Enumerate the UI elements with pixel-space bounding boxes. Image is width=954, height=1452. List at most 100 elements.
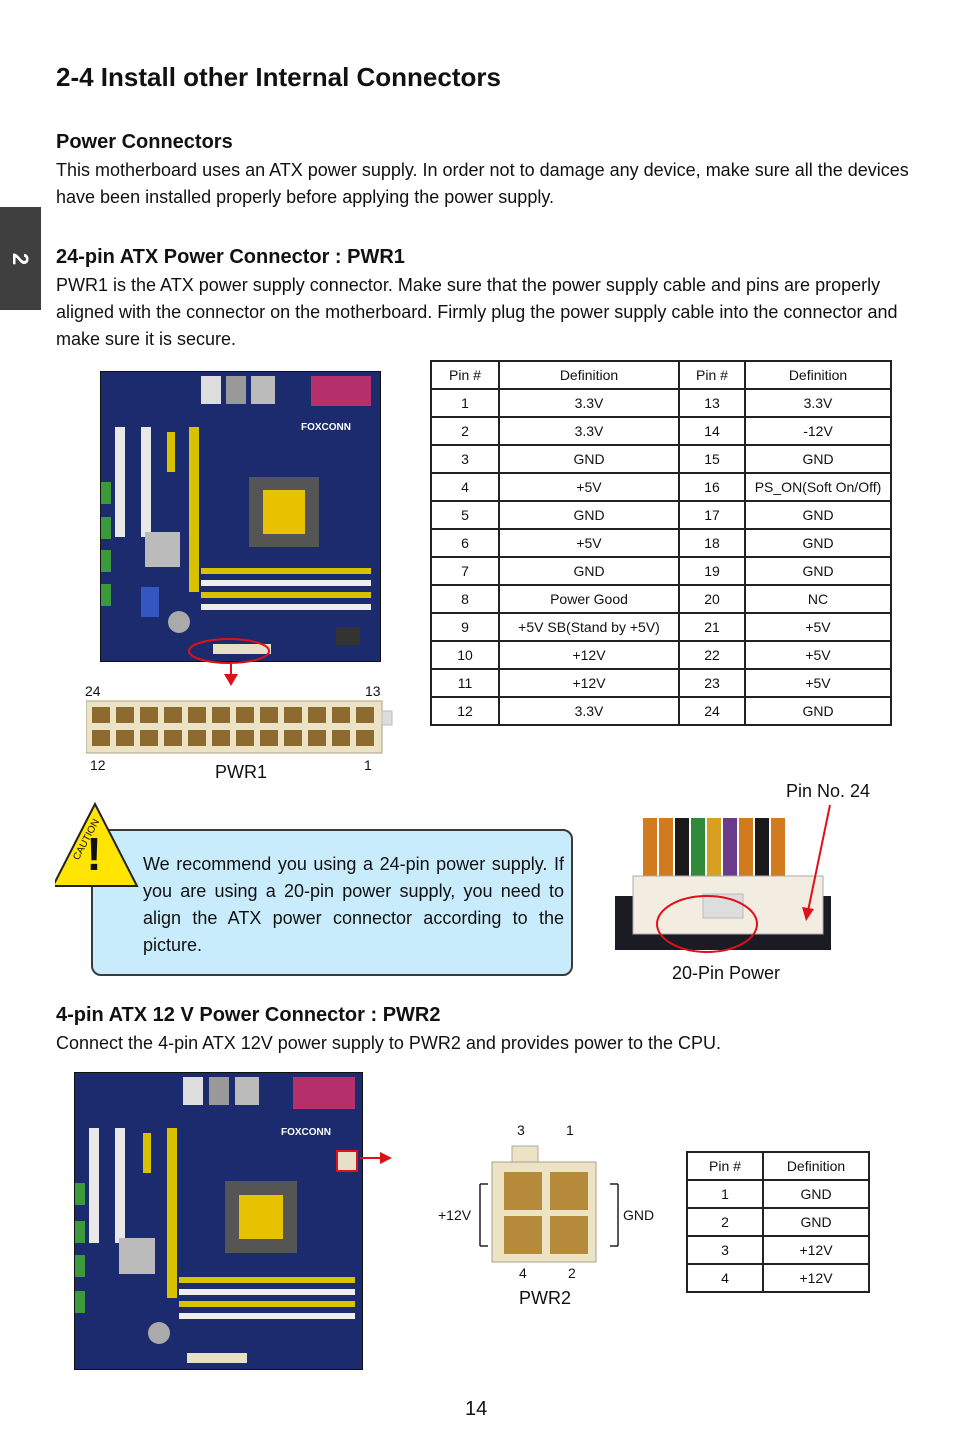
table-row: 9+5V SB(Stand by +5V)21+5V <box>430 612 892 642</box>
page-title: 2-4 Install other Internal Connectors <box>56 62 501 92</box>
table-cell: 18 <box>678 528 746 558</box>
pin-12-label: 12 <box>90 757 106 773</box>
pwr2-pin-2-label: 2 <box>568 1265 576 1281</box>
table-cell: 3.3V <box>498 696 680 726</box>
table-cell: 2 <box>430 416 500 446</box>
table-cell: +5V SB(Stand by +5V) <box>498 612 680 642</box>
table-cell: 9 <box>430 612 500 642</box>
table-cell: GND <box>744 528 892 558</box>
table-cell: Power Good <box>498 584 680 614</box>
table-cell: GND <box>498 500 680 530</box>
table-header-row: Pin # Definition Pin # Definition <box>430 360 892 390</box>
motherboard-illustration-2: FOXCONN <box>75 1073 362 1369</box>
pwr1-body: PWR1 is the ATX power supply connector. … <box>56 275 898 349</box>
table-cell: 5 <box>430 500 500 530</box>
table-cell: 20 <box>678 584 746 614</box>
table-cell: PS_ON(Soft On/Off) <box>744 472 892 502</box>
pwr2-connector-label: PWR2 <box>519 1288 572 1308</box>
table-cell: +5V <box>498 528 680 558</box>
table-cell: GND <box>744 444 892 474</box>
table-cell: GND <box>744 696 892 726</box>
table-header-cell: Pin # <box>686 1151 764 1181</box>
power-connectors-body: This motherboard uses an ATX power suppl… <box>56 160 909 207</box>
table-header-cell: Definition <box>744 360 892 390</box>
pwr2-pin-4-label: 4 <box>519 1265 527 1281</box>
table-cell: 15 <box>678 444 746 474</box>
pwr2-left-label: +12V <box>438 1207 472 1223</box>
table-cell: 3.3V <box>498 416 680 446</box>
table-cell: GND <box>744 500 892 530</box>
caution-box <box>91 829 573 976</box>
brand-label-2: FOXCONN <box>281 1127 331 1138</box>
table-cell: 16 <box>678 472 746 502</box>
table-cell: 3.3V <box>498 388 680 418</box>
table-cell: 10 <box>430 640 500 670</box>
pwr1-connector-illustration <box>86 700 393 754</box>
pin-13-label: 13 <box>365 683 381 699</box>
motherboard-image-2: FOXCONN <box>74 1072 363 1370</box>
pin-24-arrow <box>802 804 831 921</box>
table-cell: 3 <box>430 444 500 474</box>
pin-no-24-label: Pin No. 24 <box>786 781 871 801</box>
pwr2-heading: 4-pin ATX 12 V Power Connector : PWR2 <box>56 1004 441 1026</box>
table-cell: +12V <box>762 1263 870 1293</box>
caution-mark: ! <box>86 828 101 880</box>
table-cell: 23 <box>678 668 746 698</box>
table-cell: 17 <box>678 500 746 530</box>
table-header-cell: Definition <box>498 360 680 390</box>
table-cell: GND <box>744 556 892 586</box>
table-cell: +12V <box>498 668 680 698</box>
pin-1-label: 1 <box>364 757 372 773</box>
pin-24-label: 24 <box>85 683 101 699</box>
table-header-row: Pin # Definition <box>686 1151 870 1181</box>
table-cell: 14 <box>678 416 746 446</box>
caution-text: We recommend you using a 24-pin power su… <box>143 854 564 955</box>
pwr2-right-label: GND <box>623 1207 655 1223</box>
brand-label: FOXCONN <box>301 422 351 433</box>
power-connectors-heading: Power Connectors <box>56 131 233 153</box>
table-cell: 6 <box>430 528 500 558</box>
table-cell: +5V <box>744 612 892 642</box>
table-cell: 22 <box>678 640 746 670</box>
table-cell: 7 <box>430 556 500 586</box>
table-cell: +5V <box>744 668 892 698</box>
table-cell: 19 <box>678 556 746 586</box>
pwr1-heading: 24-pin ATX Power Connector : PWR1 <box>56 246 405 268</box>
table-header-cell: Pin # <box>430 360 500 390</box>
twenty-pin-photo <box>615 818 831 953</box>
table-cell: +12V <box>498 640 680 670</box>
chapter-tab-number: 2 <box>8 252 34 265</box>
table-cell: +5V <box>744 640 892 670</box>
table-cell: 3 <box>686 1235 764 1265</box>
table-cell: 12 <box>430 696 500 726</box>
motherboard-illustration: FOXCONN <box>101 372 380 661</box>
pwr1-connector-label: PWR1 <box>215 762 268 782</box>
chapter-tab: 2 <box>0 207 41 310</box>
table-cell: GND <box>498 556 680 586</box>
table-header-cell: Pin # <box>678 360 746 390</box>
caution-icon: ! CAUTION <box>55 801 139 887</box>
table-cell: 4 <box>430 472 500 502</box>
table-cell: 1 <box>430 388 500 418</box>
table-cell: -12V <box>744 416 892 446</box>
table-cell: 24 <box>678 696 746 726</box>
table-row: 3+12V <box>686 1235 870 1265</box>
table-cell: GND <box>498 444 680 474</box>
pwr2-pin-3-label: 3 <box>517 1122 525 1138</box>
pwr2-connector-illustration <box>479 1145 619 1263</box>
pwr1-highlight <box>188 638 270 686</box>
pwr2-pin-1-label: 1 <box>566 1122 574 1138</box>
pwr2-arrow <box>360 1152 392 1164</box>
table-cell: +12V <box>762 1235 870 1265</box>
table-cell: 1 <box>686 1179 764 1209</box>
